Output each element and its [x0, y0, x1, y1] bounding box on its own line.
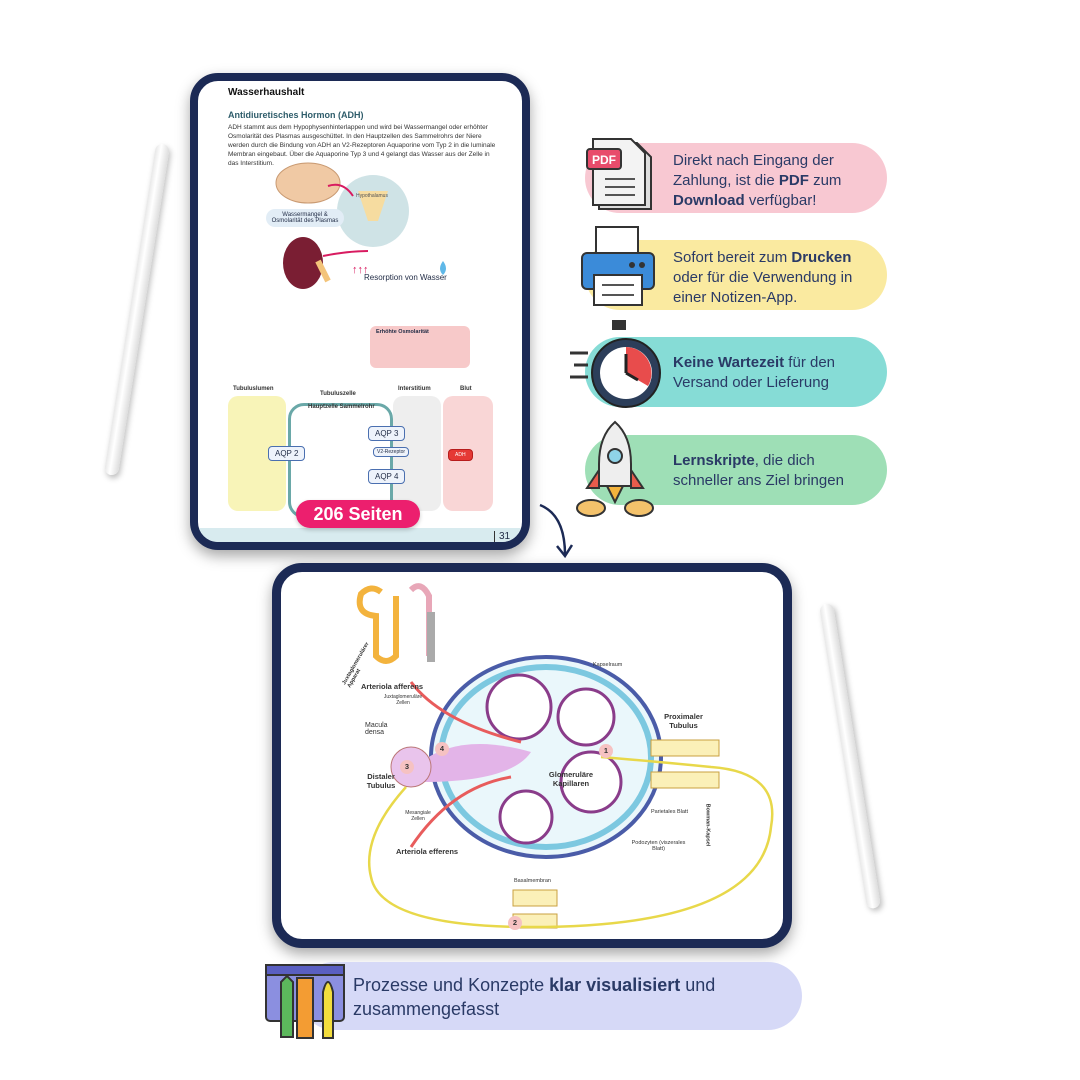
marker-3: 3 [400, 760, 414, 774]
label-podocytes: Podozyten (viszerales Blatt) [631, 840, 686, 852]
label-cell: Tubuluszelle [320, 391, 356, 397]
page-number: 31 [494, 531, 510, 542]
label-macula-densa: Macula densa [365, 722, 388, 736]
label-mesangial: Mesangiale Zellen [405, 810, 431, 822]
osmolarity-label: Erhöhte Osmolarität [376, 329, 429, 335]
label-bowman: Bowman-Kapsel [704, 803, 711, 847]
resorption-label: Resorption von Wasser [364, 273, 447, 282]
doc-paragraph: ADH stammt aus dem Hypophysenhinterlappe… [228, 124, 496, 167]
label-arteriola-afferens: Arteriola afferens [361, 682, 424, 691]
pages-badge: 206 Seiten [296, 500, 420, 528]
tablet-diagram: Arteriola afferens Arteriola efferens Ju… [272, 563, 792, 948]
aqp4: AQP 4 [368, 469, 406, 484]
flow-arrow-icon [539, 503, 574, 559]
stopwatch-icon [570, 320, 661, 408]
label-arteriola-efferens: Arteriola efferens [396, 847, 459, 856]
feature-scripts: Lernskripte, die dich schneller ans Ziel… [585, 435, 887, 505]
label-parietal: Parietales Blatt [651, 809, 688, 815]
tablet-document: Wasserhaushalt Antidiuretisches Hormon (… [190, 73, 530, 550]
aqp3: AQP 3 [368, 426, 406, 441]
rocket-icon [576, 420, 654, 517]
svg-text:PDF: PDF [592, 153, 616, 167]
marker-2: 2 [508, 916, 522, 930]
label-cell-sub: Hauptzelle Sammelrohr [308, 404, 375, 410]
section-title: Wasserhaushalt [228, 87, 305, 98]
adh-illustration: ↑↑↑ [275, 162, 446, 289]
pdf-icon: PDF [586, 138, 652, 210]
marker-1: 1 [599, 744, 613, 758]
label-lumen: Tubuluslumen [233, 386, 274, 392]
v2-receptor: V2-Rezeptor [373, 447, 410, 457]
nephron-diagram [356, 583, 774, 929]
label-distal: Distaler Tubulus [366, 772, 396, 790]
label-jg-cells: Juxtaglomeruläre Zellen [383, 694, 423, 706]
doc-heading: Antidiuretisches Hormon (ADH) [228, 110, 364, 120]
design-tools-icon [265, 964, 345, 1039]
label-blood: Blut [460, 386, 472, 392]
hypothalamus-label: Hypothalamus [356, 193, 388, 199]
visualized-banner: Prozesse und Konzepte klar visualisiert … [300, 962, 802, 1030]
label-capillaries: Glomeruläre Kapillaren [548, 770, 594, 788]
marker-4: 4 [435, 742, 449, 756]
aqp2: AQP 2 [268, 446, 306, 461]
printer-icon [581, 226, 655, 306]
osmolarity-box: Erhöhte Osmolarität [370, 326, 470, 368]
adh-tag: ADH [448, 449, 473, 461]
label-interstitium: Interstitium [398, 386, 431, 392]
label-kapselraum: Kapselraum [593, 662, 623, 668]
label-proximal: Proximaler Tubulus [664, 712, 703, 730]
svg-text:↑↑↑: ↑↑↑ [352, 264, 369, 276]
bubble-label: Wassermangel & Osmolarität des Plasmas [266, 209, 344, 227]
stylus-left [103, 142, 171, 477]
footer-bar [198, 528, 522, 542]
label-basal: Basalmembran [514, 878, 551, 884]
stylus-right [818, 602, 882, 910]
